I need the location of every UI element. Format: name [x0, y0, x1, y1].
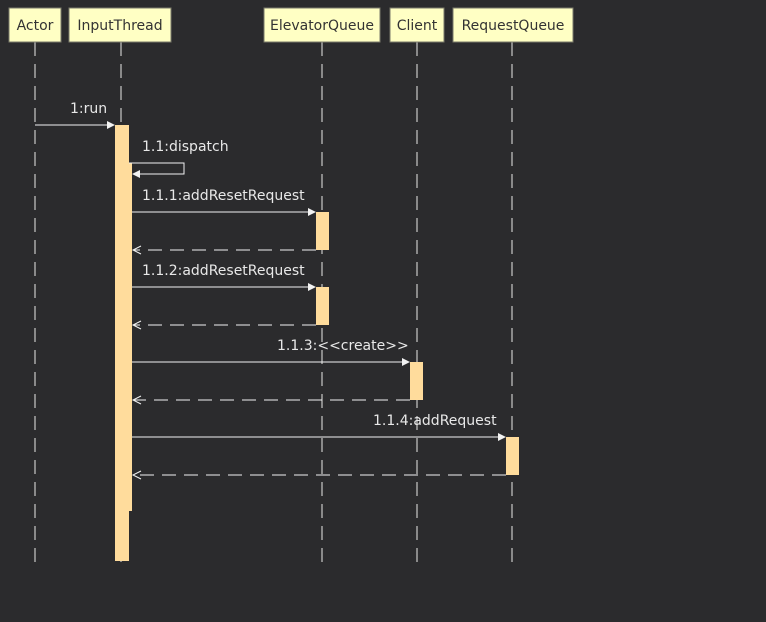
message-return-3 — [131, 245, 316, 255]
lifeline-head-actor: Actor — [8, 7, 62, 43]
lifeline-head-label: Client — [397, 18, 438, 34]
lifeline-head-box — [8, 7, 62, 43]
call-message-arrowhead — [402, 358, 410, 366]
return-message-arrowhead — [131, 395, 142, 405]
message-label: 1.1.3:<<create>> — [277, 338, 409, 354]
activation-inputthread-main — [115, 125, 129, 561]
message-call-4: 1.1.2:addResetRequest — [132, 263, 316, 291]
lifeline-head-label: Actor — [17, 18, 54, 34]
lifeline-head-label: ElevatorQueue — [270, 18, 374, 34]
activation-requestqueue — [506, 437, 519, 475]
call-message-arrowhead — [308, 283, 316, 291]
activations-layer — [115, 125, 519, 561]
activation-inputthread-dispatch — [126, 163, 132, 511]
lifeline-head-requestqueue: RequestQueue — [452, 7, 574, 43]
message-call-8: 1.1.4:addRequest — [132, 413, 506, 441]
lifeline-head-box — [452, 7, 574, 43]
return-message-arrowhead — [131, 245, 142, 255]
return-message-arrowhead — [131, 320, 142, 330]
call-message-arrowhead — [308, 208, 316, 216]
lifeline-head-inputthread: InputThread — [68, 7, 172, 43]
return-message-arrowhead — [131, 470, 142, 480]
lifeline-head-label: RequestQueue — [462, 18, 565, 34]
message-return-7 — [131, 395, 410, 405]
message-call-6: 1.1.3:<<create>> — [132, 338, 410, 366]
lifeline-head-box — [389, 7, 445, 43]
message-label: 1:run — [70, 101, 107, 117]
message-label: 1.1.4:addRequest — [373, 413, 497, 429]
message-call-0: 1:run — [35, 101, 115, 129]
message-label: 1.1.2:addResetRequest — [142, 263, 305, 279]
activation-client — [410, 362, 423, 400]
message-return-5 — [131, 320, 316, 330]
lifeline-head-label: InputThread — [77, 18, 162, 34]
lifeline-head-box — [263, 7, 381, 43]
message-return-9 — [131, 470, 506, 480]
message-label: 1.1.1:addResetRequest — [142, 188, 305, 204]
lifeline-heads-layer: Actor InputThread ElevatorQueue Client Reque… — [8, 7, 574, 43]
activation-elevatorqueue-1 — [316, 212, 329, 250]
call-message-arrowhead — [107, 121, 115, 129]
message-self-1: 1.1:dispatch — [129, 139, 229, 178]
lifeline-head-box — [68, 7, 172, 43]
self-message-line — [129, 162, 185, 175]
lifeline-head-elevatorqueue: ElevatorQueue — [263, 7, 381, 43]
self-message-arrowhead — [132, 170, 140, 178]
call-message-arrowhead — [498, 433, 506, 441]
message-label: 1.1:dispatch — [142, 139, 229, 155]
activation-elevatorqueue-2 — [316, 287, 329, 325]
lifeline-head-client: Client — [389, 7, 445, 43]
messages-layer: 1:run 1.1:dispatch 1.1.1:addResetRequest 1.… — [35, 101, 506, 480]
message-call-2: 1.1.1:addResetRequest — [132, 188, 316, 216]
